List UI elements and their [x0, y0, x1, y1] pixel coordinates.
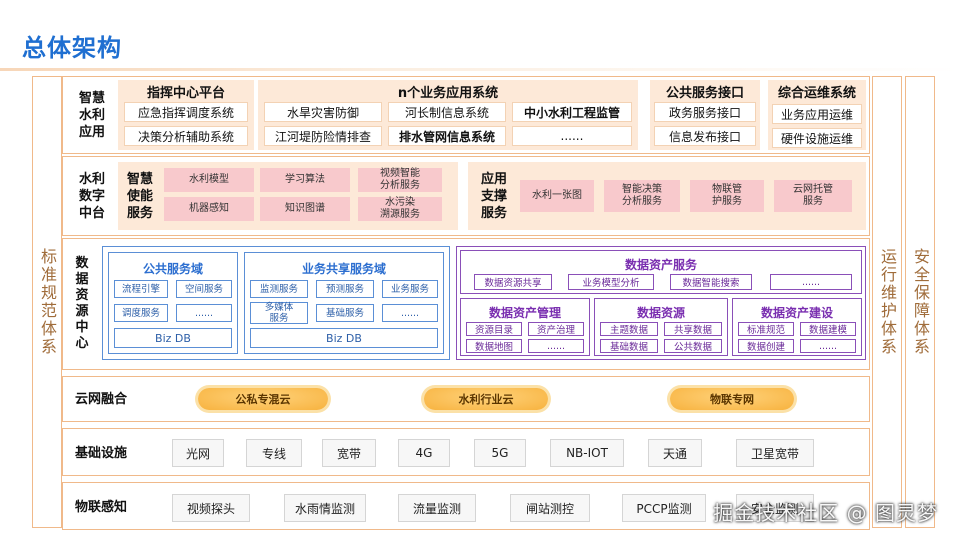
app-layer-label: 智慧 水利 应用 — [78, 90, 105, 140]
iot-item: 流量监测 — [398, 494, 476, 522]
cloud-item: 物联专网 — [670, 388, 794, 410]
asset-item: 公共数据 — [664, 339, 722, 353]
infra-item: 宽带 — [322, 439, 376, 467]
app-item: 应急指挥调度系统 — [124, 102, 248, 122]
title-underline — [0, 68, 960, 71]
domain-item: 业务服务 — [382, 280, 438, 298]
app-item: 政务服务接口 — [654, 102, 756, 122]
platform-layer-label: 水利 数字 中台 — [78, 171, 105, 221]
asset-mgmt-header: 数据资产管理 — [488, 306, 561, 320]
app-support-item: 云网托管 服务 — [774, 180, 852, 212]
asset-item: 数据创建 — [738, 339, 794, 353]
app-item: 决策分析辅助系统 — [124, 126, 248, 146]
data-layer-label: 数 据 资 源 中 心 — [75, 256, 89, 351]
asset-item: 数据建模 — [800, 322, 856, 336]
infra-layer-label: 基础设施 — [74, 445, 127, 461]
app-item: ...... — [512, 126, 632, 146]
asset-item: ...... — [800, 339, 856, 353]
infra-item: 卫星宽带 — [736, 439, 814, 467]
asset-item: ...... — [770, 274, 852, 290]
domain-item: 基础服务 — [316, 304, 374, 322]
asset-item: 基础数据 — [600, 339, 658, 353]
app-item: 业务应用运维 — [772, 104, 862, 124]
asset-build-header: 数据资产建设 — [760, 306, 833, 320]
asset-item: 数据地图 — [466, 339, 522, 353]
public-domain-header: 公共服务域 — [142, 262, 203, 276]
data-resource-box — [594, 298, 728, 356]
shared-domain-header: 业务共享服务域 — [301, 262, 386, 276]
watermark: 掘金技术社区 @ 图灵梦 — [713, 501, 938, 525]
app-support-item: 物联管 护服务 — [690, 180, 764, 212]
cloud-item: 水利行业云 — [424, 388, 548, 410]
asset-item: ...... — [528, 339, 584, 353]
smart-service-item: 机器感知 — [164, 197, 254, 221]
domain-item: 空间服务 — [176, 280, 232, 298]
shared-domain-box — [244, 252, 444, 354]
data-assets-box — [456, 246, 866, 360]
smart-service-item: 视频智能 分析服务 — [358, 168, 442, 192]
iot-item: 闸站测控 — [510, 494, 590, 522]
smart-service-item: 水利模型 — [164, 168, 254, 192]
asset-item: 业务模型分析 — [568, 274, 654, 290]
iot-item: 视频探头 — [172, 494, 250, 522]
biz-db: Biz DB — [250, 328, 438, 348]
app-item: 河长制信息系统 — [388, 102, 506, 122]
data-resource-header: 数据资源 — [636, 306, 685, 320]
business-apps-header: n个业务应用系统 — [397, 86, 499, 101]
infra-item: 5G — [474, 439, 526, 467]
domain-item: ...... — [382, 304, 438, 322]
asset-item: 资源目录 — [466, 322, 522, 336]
service-domains-box — [102, 246, 450, 360]
biz-db: Biz DB — [114, 328, 232, 348]
operations-column: 运行维护体系 — [872, 76, 902, 528]
public-domain-box — [108, 252, 238, 354]
smart-service-item: 水污染 溯源服务 — [358, 197, 442, 221]
domain-item: 流程引擎 — [114, 280, 168, 298]
cloud-item: 公私专混云 — [198, 388, 328, 410]
domain-item: 预测服务 — [316, 280, 374, 298]
asset-item: 资产治理 — [528, 322, 584, 336]
asset-item: 数据资源共享 — [474, 274, 552, 290]
page-title: 总体架构 — [22, 34, 122, 62]
public-interface-header: 公共服务接口 — [665, 86, 744, 101]
app-item: 硬件设施运维 — [772, 128, 862, 148]
domain-item: 监测服务 — [250, 280, 308, 298]
asset-build-box — [732, 298, 862, 356]
asset-item: 主题数据 — [600, 322, 658, 336]
infra-item: 4G — [398, 439, 450, 467]
domain-item: 多媒体 服务 — [250, 302, 308, 324]
iot-item: 水雨情监测 — [284, 494, 366, 522]
ops-system-header: 综合运维系统 — [777, 86, 856, 101]
asset-item: 数据智能搜索 — [670, 274, 752, 290]
smart-services-label: 智慧 使能 服务 — [126, 171, 153, 221]
command-center-header: 指挥中心平台 — [146, 86, 225, 101]
cloud-layer-label: 云网融合 — [74, 391, 127, 407]
infra-item: 专线 — [246, 439, 302, 467]
iot-item: 安全监测 — [736, 494, 814, 522]
security-column: 安全保障体系 — [905, 76, 935, 528]
asset-service-header: 数据资产服务 — [624, 258, 697, 272]
asset-item: 共享数据 — [664, 322, 722, 336]
app-support-item: 水利一张图 — [520, 180, 594, 212]
iot-item: PCCP监测 — [622, 494, 706, 522]
asset-item: 标准规范 — [738, 322, 794, 336]
smart-service-item: 知识图谱 — [260, 197, 350, 221]
infra-item: 光网 — [172, 439, 224, 467]
app-support-item: 智能决策 分析服务 — [604, 180, 680, 212]
standards-column: 标准规范体系 — [32, 76, 62, 528]
infra-item: NB-IOT — [550, 439, 624, 467]
infra-item: 天通 — [648, 439, 702, 467]
app-item: 水旱灾害防御 — [264, 102, 382, 122]
asset-service-box — [460, 250, 862, 294]
domain-item: 调度服务 — [114, 304, 168, 322]
smart-service-item: 学习算法 — [260, 168, 350, 192]
app-item: 排水管网信息系统 — [388, 126, 506, 146]
asset-mgmt-box — [460, 298, 590, 356]
app-item: 江河堤防险情排查 — [264, 126, 382, 146]
app-item: 中小水利工程监管 — [512, 102, 632, 122]
app-item: 信息发布接口 — [654, 126, 756, 146]
iot-layer-label: 物联感知 — [74, 499, 127, 515]
app-support-label: 应用 支撑 服务 — [480, 171, 507, 221]
domain-item: ...... — [176, 304, 232, 322]
